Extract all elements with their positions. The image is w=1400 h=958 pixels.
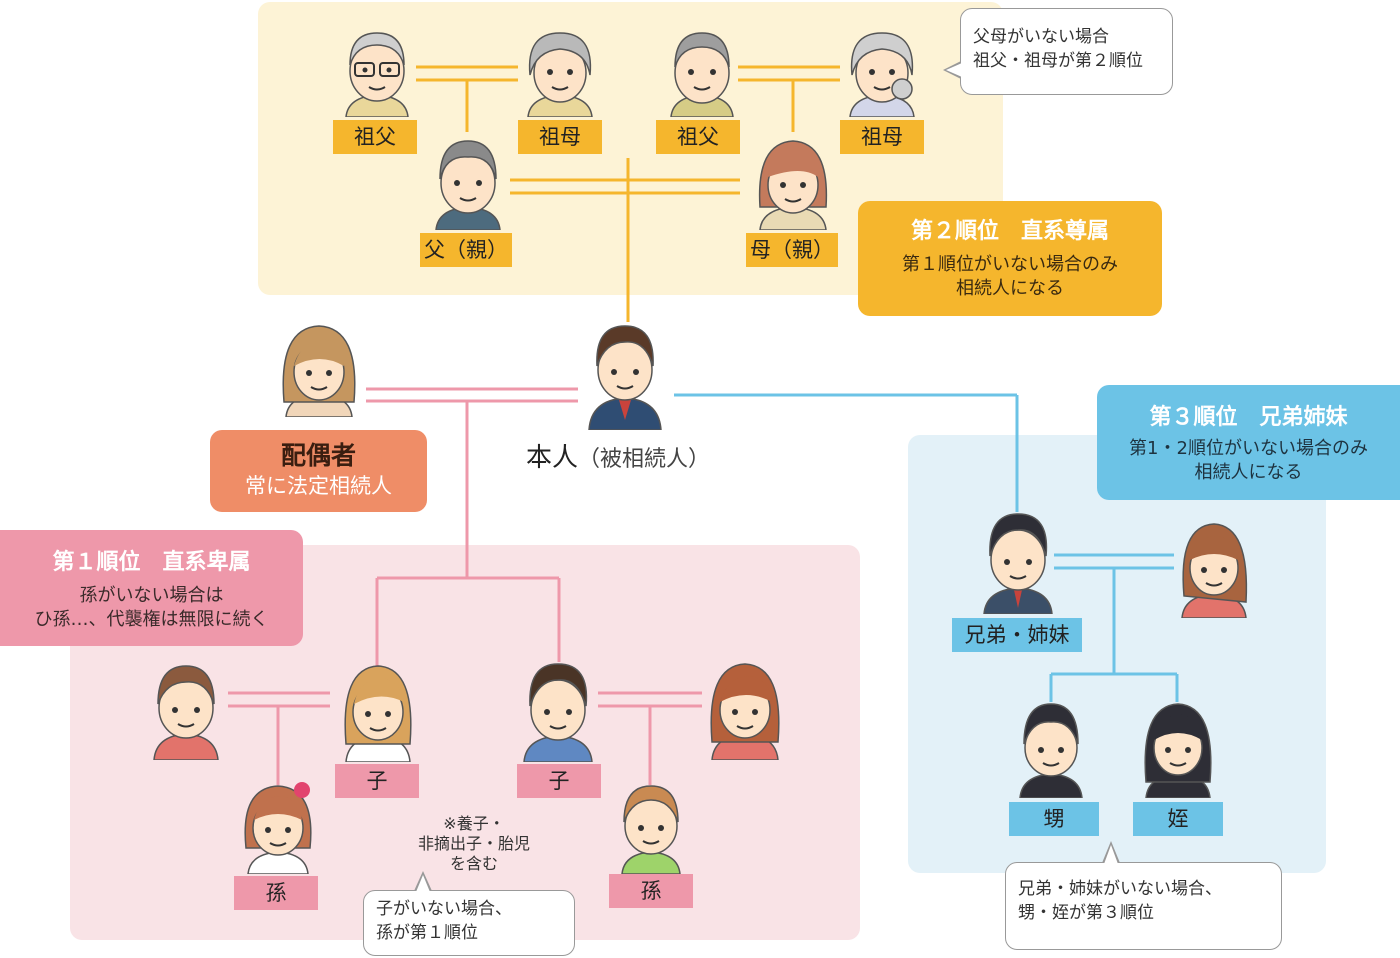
label-child-left: 子 bbox=[335, 764, 419, 798]
grandchild-left-icon bbox=[244, 782, 312, 874]
spouse-icon bbox=[282, 325, 356, 417]
label-child-right: 子 bbox=[517, 764, 601, 798]
child-in-law-right-icon bbox=[710, 663, 780, 760]
mother-icon bbox=[758, 140, 828, 230]
grandfather-paternal-icon bbox=[345, 32, 409, 117]
label-grandmother-maternal: 祖母 bbox=[840, 120, 924, 154]
label-grandchild-left: 孫 bbox=[234, 876, 318, 910]
sibling-spouse-icon bbox=[1181, 523, 1248, 618]
adoption-note: ※養子・ 非摘出子・胎児 を含む bbox=[400, 814, 548, 874]
adoption-note-line2: 非摘出子・胎児 bbox=[417, 834, 530, 853]
rank2-line1: 第１順位がいない場合のみ bbox=[902, 254, 1118, 275]
rank1-box: 第１順位 直系卑属 孫がいない場合は ひ孫…、代襲権は無限に続く bbox=[0, 530, 303, 646]
label-nephew: 甥 bbox=[1009, 802, 1099, 836]
sibling-zone bbox=[908, 435, 1326, 873]
note-grandchild: 子がいない場合、 孫が第１順位 bbox=[363, 871, 575, 956]
label-grandchild-right: 孫 bbox=[609, 874, 693, 908]
rank2-line2: 相続人になる bbox=[956, 278, 1064, 299]
spouse-text: 常に法定相続人 bbox=[245, 474, 392, 498]
note-grandparents-line1: 父母がいない場合 bbox=[973, 27, 1109, 47]
note-nephew: 兄弟・姉妹がいない場合、 甥・姪が第３順位 bbox=[1005, 841, 1282, 950]
rank3-box: 第３順位 兄弟姉妹 第1・2順位がいない場合のみ 相続人になる bbox=[1097, 385, 1400, 500]
rank2-title: 第２順位 直系尊属 bbox=[910, 219, 1109, 244]
rank3-title: 第３順位 兄弟姉妹 bbox=[1149, 405, 1348, 430]
self-name: 本人 bbox=[526, 443, 579, 473]
father-icon bbox=[435, 140, 501, 230]
spouse-box: 配偶者 常に法定相続人 bbox=[210, 430, 427, 512]
sibling-icon bbox=[983, 513, 1053, 614]
self-label: 本人（被相続人） bbox=[526, 437, 710, 474]
rank3-line1: 第1・2順位がいない場合のみ bbox=[1129, 438, 1368, 459]
self-icon bbox=[588, 325, 662, 430]
spouse-title: 配偶者 bbox=[280, 441, 356, 470]
grandfather-maternal-icon bbox=[670, 32, 734, 117]
rank1-line1: 孫がいない場合は bbox=[79, 585, 224, 606]
rank1-title: 第１順位 直系卑属 bbox=[52, 550, 251, 575]
rank3-line2: 相続人になる bbox=[1194, 462, 1303, 483]
rank1-line2: ひ孫…、代襲権は無限に続く bbox=[34, 609, 269, 630]
grandmother-paternal-icon bbox=[527, 32, 593, 117]
child-left-icon bbox=[344, 665, 412, 762]
note-grandchild-line2: 孫が第１順位 bbox=[376, 923, 478, 943]
note-grandchild-line1: 子がいない場合、 bbox=[376, 899, 512, 919]
grandmother-maternal-icon bbox=[849, 32, 915, 117]
label-niece: 姪 bbox=[1133, 802, 1223, 836]
nephew-icon bbox=[1019, 703, 1083, 798]
label-grandfather-maternal: 祖父 bbox=[656, 120, 740, 154]
child-in-law-left-icon bbox=[153, 665, 219, 760]
label-father: 父（親） bbox=[420, 233, 512, 267]
self-subtitle: （被相続人） bbox=[578, 447, 711, 472]
grandchild-right-icon bbox=[621, 785, 681, 874]
niece-icon bbox=[1144, 703, 1212, 798]
rank2-box: 第２順位 直系尊属 第１順位がいない場合のみ 相続人になる bbox=[858, 201, 1162, 316]
child-right-icon bbox=[523, 663, 593, 762]
label-mother: 母（親） bbox=[746, 233, 838, 267]
adoption-note-line3: を含む bbox=[449, 854, 498, 873]
label-grandfather-paternal: 祖父 bbox=[333, 120, 417, 154]
adoption-note-line1: ※養子・ bbox=[443, 814, 505, 833]
note-nephew-line1: 兄弟・姉妹がいない場合、 bbox=[1018, 879, 1222, 899]
note-grandparents: 父母がいない場合 祖父・祖母が第２順位 bbox=[943, 8, 1173, 95]
label-sibling: 兄弟・姉妹 bbox=[952, 618, 1082, 652]
label-grandmother-paternal: 祖母 bbox=[518, 120, 602, 154]
note-grandparents-line2: 祖父・祖母が第２順位 bbox=[973, 51, 1143, 71]
note-nephew-line2: 甥・姪が第３順位 bbox=[1018, 903, 1154, 923]
